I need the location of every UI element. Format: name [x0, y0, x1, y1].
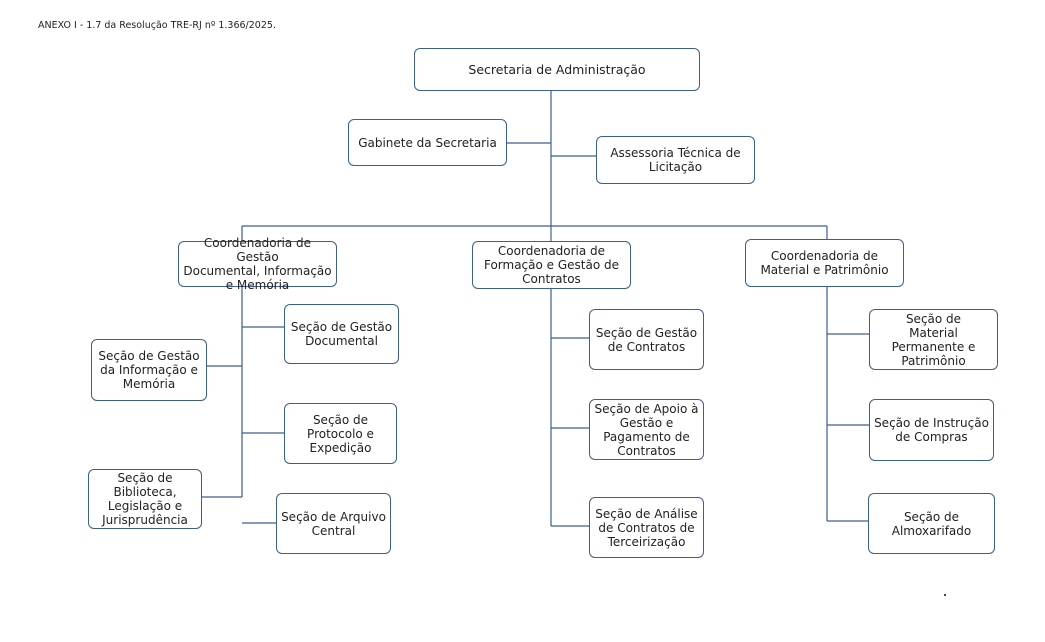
node-secao-almoxarifado: Seção de Almoxarifado [868, 493, 995, 554]
node-gabinete: Gabinete da Secretaria [348, 119, 507, 166]
document-header: ANEXO I - 1.7 da Resolução TRE-RJ nº 1.3… [38, 20, 276, 31]
node-secao-gestao-documental: Seção de Gestão Documental [284, 304, 399, 364]
node-secao-gestao-contratos: Seção de Gestão de Contratos [589, 309, 704, 370]
node-coord-formacao: Coordenadoria de Formação e Gestão de Co… [472, 241, 631, 289]
node-secretaria-administracao: Secretaria de Administração [414, 48, 700, 91]
stray-dot [944, 594, 946, 596]
node-coord-gestao-documental: Coordenadoria de Gestão Documental, Info… [178, 236, 337, 292]
node-secao-protocolo: Seção de Protocolo e Expedição [284, 403, 397, 464]
node-secao-arquivo: Seção de Arquivo Central [276, 493, 391, 554]
node-secao-biblioteca: Seção de Biblioteca, Legislação e Jurisp… [88, 469, 202, 529]
node-assessoria: Assessoria Técnica de Licitação [596, 136, 755, 184]
node-secao-analise: Seção de Análise de Contratos de Terceir… [589, 497, 704, 558]
node-secao-apoio: Seção de Apoio à Gestão e Pagamento de C… [589, 399, 704, 460]
node-coord-material: Coordenadoria de Material e Patrimônio [745, 239, 904, 287]
node-secao-gestao-informacao: Seção de Gestão da Informação e Memória [91, 339, 207, 401]
node-secao-instrucao-compras: Seção de Instrução de Compras [869, 399, 994, 461]
node-secao-material-permanente: Seção de Material Permanente e Patrimôni… [869, 309, 998, 370]
